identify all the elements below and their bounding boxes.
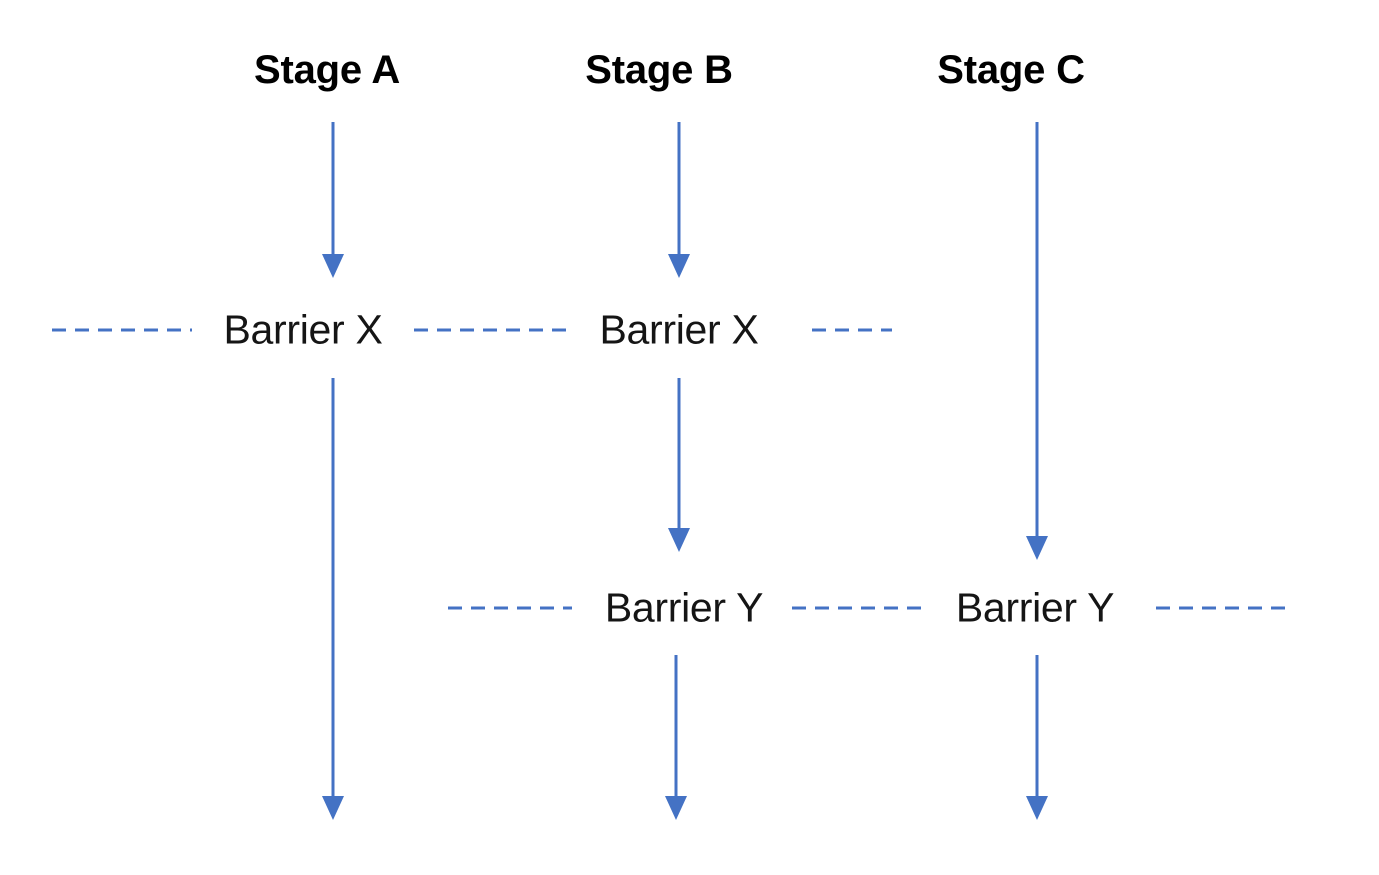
- arrow-c-long: [1026, 122, 1048, 560]
- arrow-a-top-head: [322, 254, 344, 278]
- arrow-a-top: [322, 122, 344, 278]
- barrier-label-a-barrier-x: Barrier X: [217, 306, 389, 354]
- arrow-b-mid-head: [668, 528, 690, 552]
- arrow-c-bottom: [1026, 655, 1048, 820]
- stage-header-stage-b: Stage B: [585, 48, 733, 92]
- arrow-c-bottom-head: [1026, 796, 1048, 820]
- arrow-b-top-head: [668, 254, 690, 278]
- arrows-group: [322, 122, 1048, 820]
- dashed-connectors-group: [52, 328, 1286, 610]
- arrow-a-long-head: [322, 796, 344, 820]
- barrier-label-b-barrier-x: Barrier X: [593, 306, 765, 354]
- arrow-b-top: [668, 122, 690, 278]
- arrow-b-mid: [668, 378, 690, 552]
- arrow-c-long-head: [1026, 536, 1048, 560]
- arrow-b-bottom-head: [665, 796, 687, 820]
- arrow-a-long: [322, 378, 344, 820]
- barrier-label-c-barrier-y: Barrier Y: [949, 584, 1121, 632]
- stage-header-stage-a: Stage A: [253, 48, 401, 92]
- barrier-label-b-barrier-y: Barrier Y: [598, 584, 770, 632]
- arrow-b-bottom: [665, 655, 687, 820]
- stage-header-stage-c: Stage C: [937, 48, 1085, 92]
